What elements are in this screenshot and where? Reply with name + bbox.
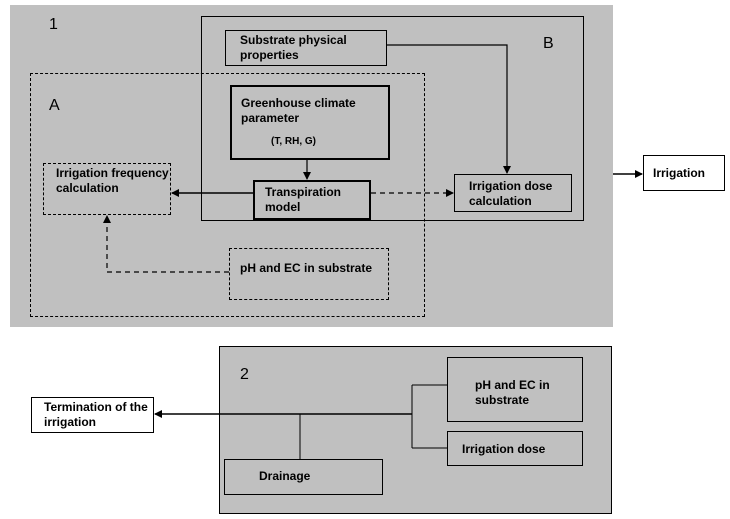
panel-2 <box>219 346 612 514</box>
panel-2-number: 2 <box>240 366 249 383</box>
irrigation-output-text: Irrigation <box>653 166 706 180</box>
region-b-label: B <box>543 35 554 52</box>
region-b-frame <box>201 16 584 221</box>
irrigation-dose-calculation-box: Irrigation dose calculation <box>454 174 572 212</box>
greenhouse-climate-title: Greenhouse climate parameter <box>241 96 356 125</box>
irrigation-frequency-box: Irrigation frequency calculation <box>43 163 171 215</box>
drainage-text: Drainage <box>259 469 311 483</box>
region-a-label: A <box>49 97 60 114</box>
connector-bracket <box>411 384 447 449</box>
transpiration-model-text: Transpiration model <box>265 185 342 214</box>
arrow-phec-to-frequency <box>103 215 229 273</box>
greenhouse-climate-box: Greenhouse climate parameter (T, RH, G) <box>230 85 390 160</box>
irrigation-output-box: Irrigation <box>643 155 725 191</box>
ph-ec-substrate-box-2: pH and EC in substrate <box>447 357 583 422</box>
ph-ec-substrate-text-1: pH and EC in substrate <box>240 261 373 275</box>
termination-box: Termination of the irrigation <box>31 397 154 433</box>
irrigation-dose-calculation-text: Irrigation dose calculation <box>469 179 553 208</box>
greenhouse-climate-params: (T, RH, G) <box>271 136 316 147</box>
irrigation-dose-text: Irrigation dose <box>462 442 546 456</box>
irrigation-frequency-text: Irrigation frequency calculation <box>56 166 169 195</box>
drainage-box: Drainage <box>224 459 383 495</box>
termination-text: Termination of the irrigation <box>44 400 148 429</box>
arrow-substrate-to-dose <box>387 44 511 174</box>
transpiration-model-box: Transpiration model <box>253 180 371 220</box>
substrate-physical-properties-box: Substrate physical properties <box>225 30 387 66</box>
panel-1 <box>10 5 613 327</box>
panel-1-number: 1 <box>49 16 58 33</box>
ph-ec-substrate-text-2: pH and EC in substrate <box>475 378 550 407</box>
substrate-physical-properties-text: Substrate physical properties <box>240 33 347 62</box>
region-a-frame <box>30 73 425 317</box>
irrigation-dose-box: Irrigation dose <box>447 431 583 466</box>
ph-ec-substrate-box-1: pH and EC in substrate <box>229 248 389 300</box>
